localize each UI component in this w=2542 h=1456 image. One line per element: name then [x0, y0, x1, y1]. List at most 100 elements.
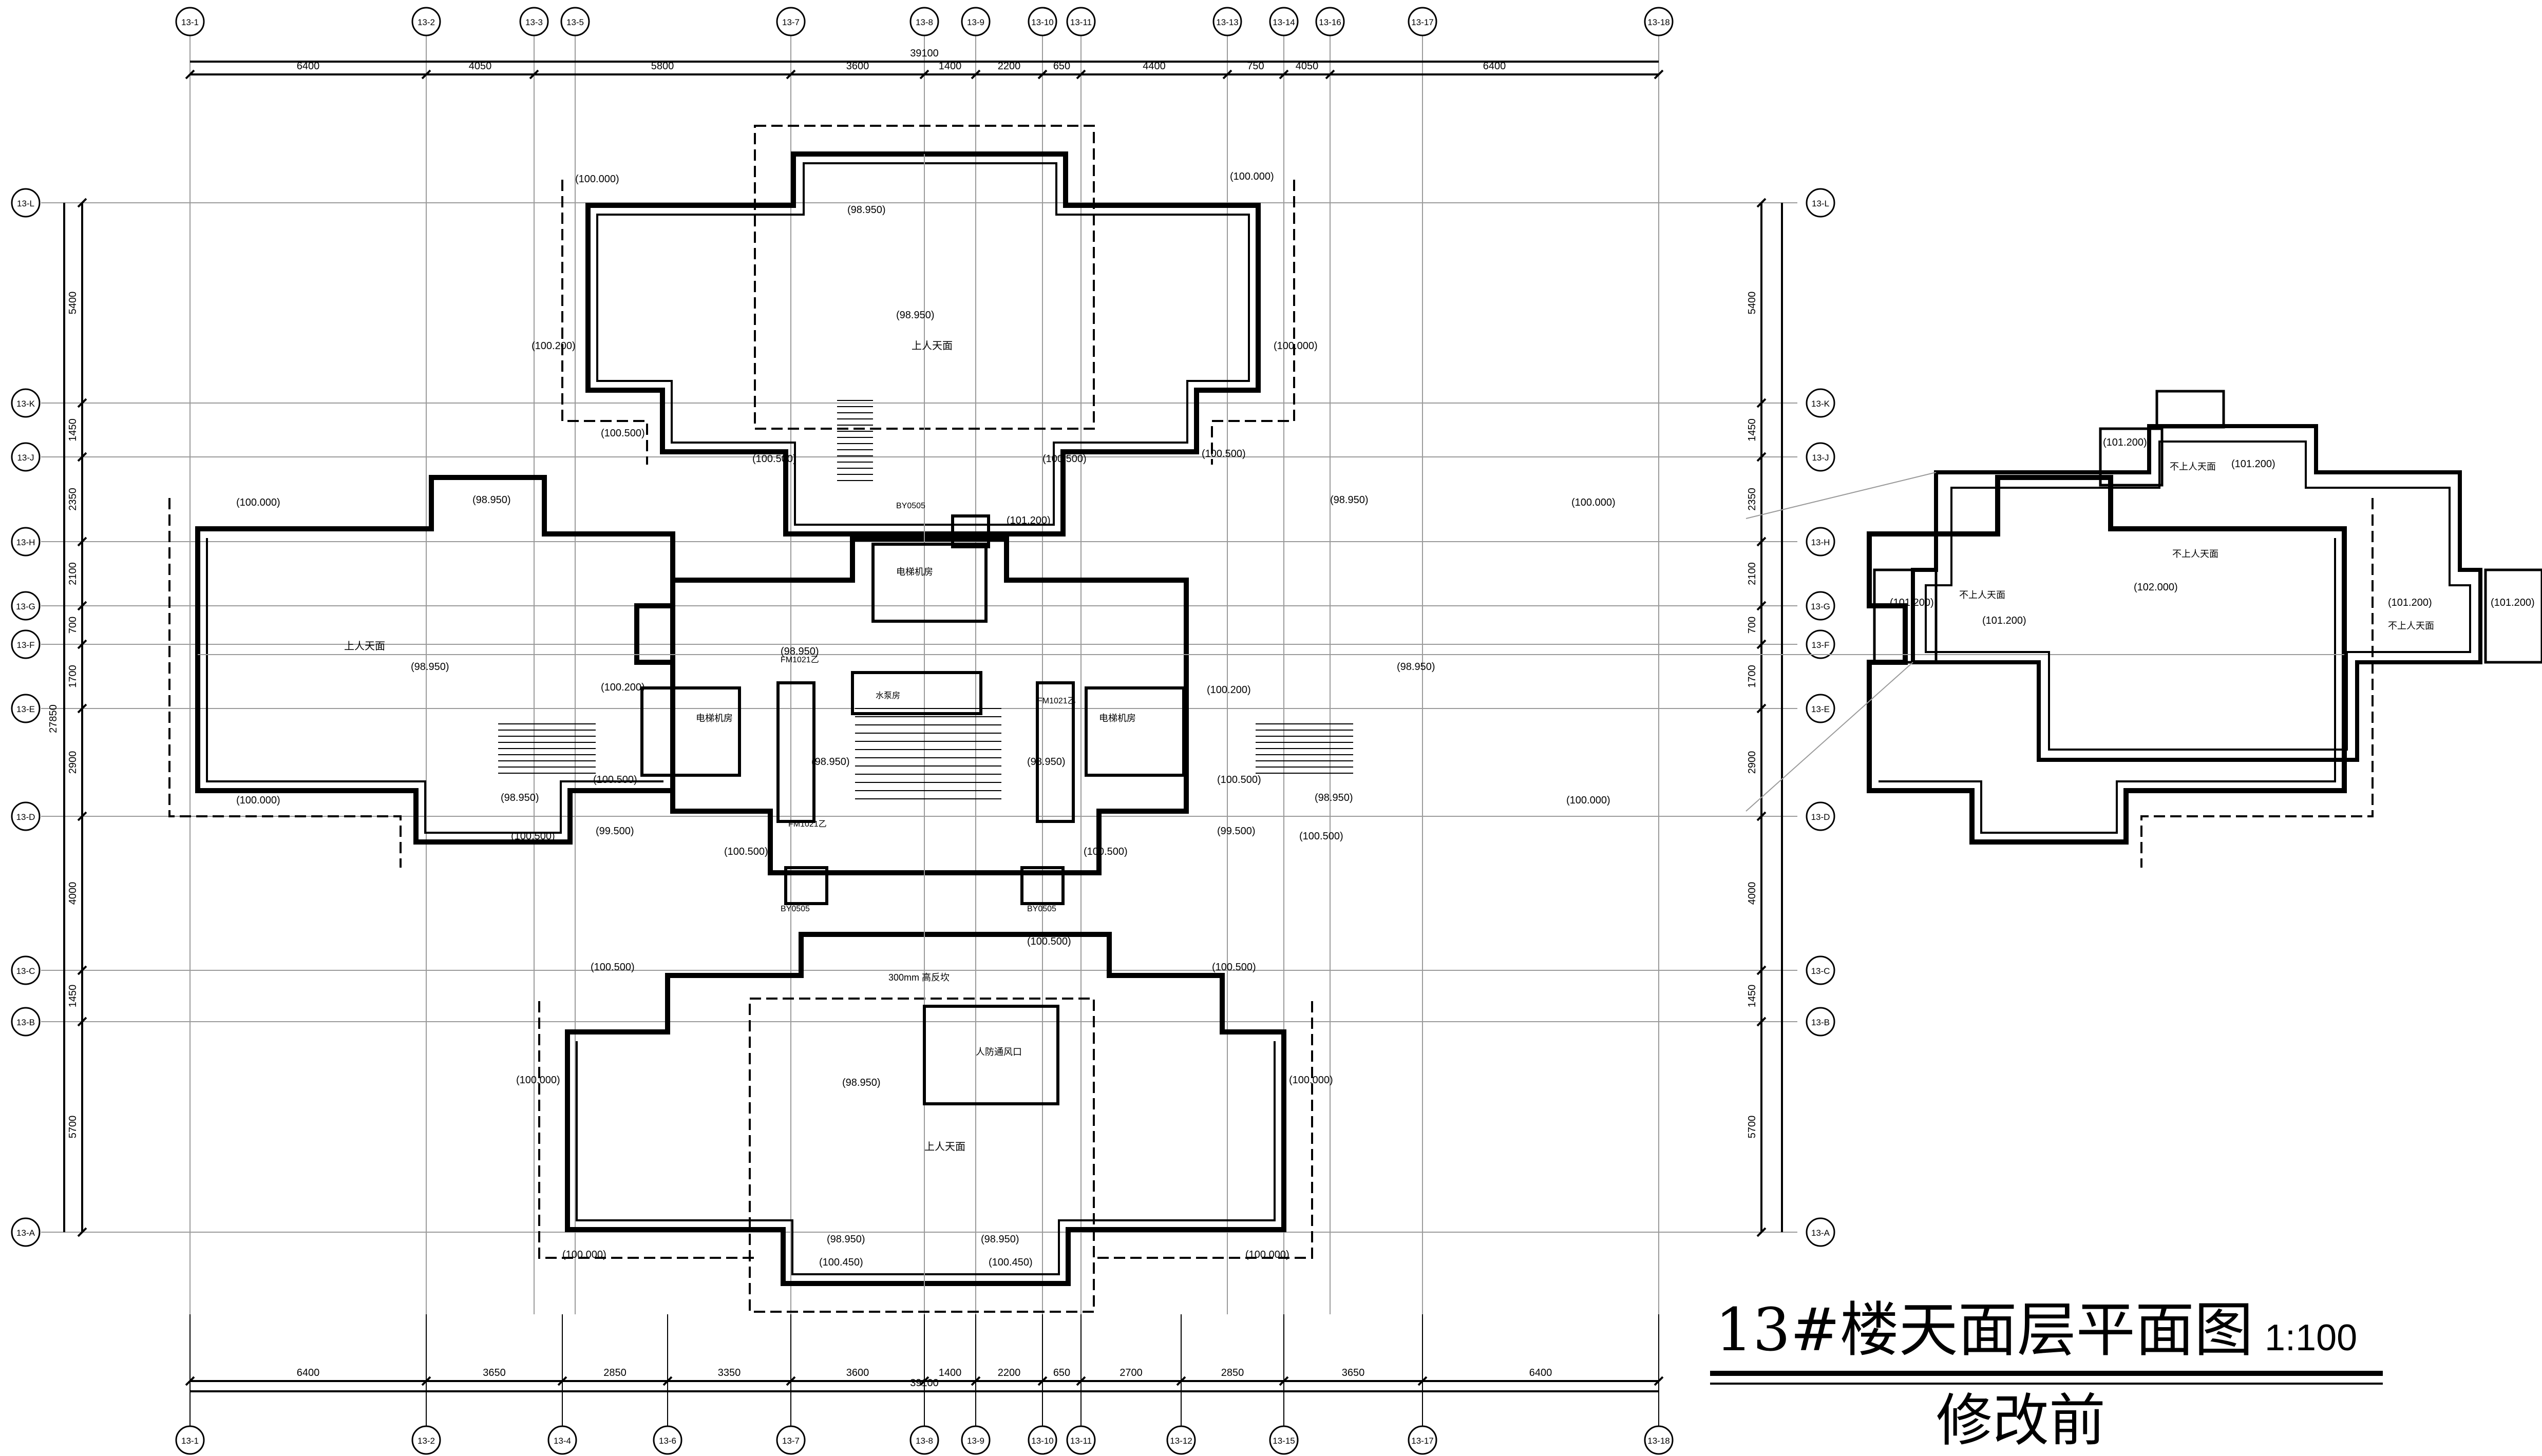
- dimension-label: 2200: [998, 61, 1021, 72]
- elev-inset-right-edge: (101.200): [2491, 597, 2535, 608]
- elev-east-bottom: (98.950): [1315, 792, 1353, 803]
- svg-text:13-H: 13-H: [1811, 538, 1830, 547]
- elev-s-stair3: (100.500): [1212, 962, 1256, 973]
- drawing-scale: 1:100: [2265, 1317, 2357, 1358]
- drawing-title-block: 13#楼天面层平面图 1:100 修改前: [1710, 1296, 2383, 1453]
- axis-bubble-left: 13-E: [11, 694, 41, 723]
- elev-inset-left: (101.200): [1982, 615, 2026, 626]
- inset-roof-plan: [1873, 390, 2542, 762]
- svg-text:13-14: 13-14: [1273, 17, 1295, 27]
- elev-inset-top-left: (101.200): [2103, 437, 2147, 448]
- svg-text:13-4: 13-4: [554, 1436, 571, 1446]
- dimension-label: 5700: [1747, 1116, 1758, 1139]
- dimension-label: 1450: [1747, 985, 1758, 1008]
- dimension-label: 4400: [1143, 61, 1166, 72]
- building-outline: [195, 151, 2347, 1286]
- axis-bubble-left: 13-F: [11, 629, 41, 659]
- axis-bubble-left: 13-H: [11, 527, 41, 557]
- elev-s-right: (100.000): [1289, 1075, 1333, 1086]
- parapet-lines: [206, 162, 2336, 1275]
- elev-s-left: (100.000): [516, 1075, 560, 1086]
- dimension-label: 2850: [603, 1367, 627, 1378]
- label-window-2: BY0505: [781, 905, 810, 913]
- axis-bubble-bottom: 13-6: [653, 1425, 682, 1455]
- svg-text:13-13: 13-13: [1216, 17, 1238, 27]
- elev-nw-corner: (100.000): [575, 174, 619, 185]
- axis-bubble-top: 13-9: [961, 7, 991, 36]
- label-lift-room-right: 电梯机房: [1099, 713, 1136, 723]
- elev-s-stair: (100.500): [591, 962, 635, 973]
- svg-text:13-G: 13-G: [16, 602, 35, 611]
- dimension-label: 650: [1053, 61, 1070, 72]
- svg-text:13-K: 13-K: [1811, 399, 1830, 409]
- axis-bubble-right: 13-B: [1806, 1007, 1835, 1037]
- label-south-roof: 上人天面: [924, 1141, 965, 1153]
- dimension-label: 3350: [718, 1367, 741, 1378]
- axis-bubble-bottom: 13-12: [1166, 1425, 1196, 1455]
- dimension-label: 5400: [67, 292, 79, 315]
- svg-text:13-16: 13-16: [1319, 17, 1341, 27]
- elev-s-br2: (100.450): [989, 1257, 1033, 1268]
- axis-bubble-top: 13-3: [519, 7, 549, 36]
- dimension-label: 6400: [1483, 61, 1506, 72]
- dimension-label: 6400: [297, 1367, 320, 1378]
- axis-bubble-top: 13-14: [1269, 7, 1299, 36]
- elev-east-small: (98.950): [1330, 494, 1369, 506]
- label-window-3: BY0505: [1027, 905, 1056, 913]
- axis-bubble-right: 13-C: [1806, 955, 1835, 985]
- elev-inset-centre: (102.000): [2134, 582, 2178, 593]
- axis-bubble-bottom: 13-2: [411, 1425, 441, 1455]
- svg-text:13-L: 13-L: [1812, 199, 1829, 208]
- inset-label-left: 不上人天面: [1959, 590, 2005, 600]
- dimension-label: 700: [1747, 617, 1758, 634]
- drawing-title: 13#楼天面层平面图: [1715, 1296, 2253, 1365]
- elevation-marks: (98.950) (98.950) (100.000) (100.000) (1…: [236, 171, 2535, 1268]
- axis-bubble-bottom: 13-9: [961, 1425, 991, 1455]
- inset-label-right: 不上人天面: [2388, 621, 2434, 631]
- axis-bubble-bottom: 13-18: [1644, 1425, 1674, 1455]
- inset-leader-lines: [1746, 472, 1937, 812]
- svg-text:13-12: 13-12: [1170, 1436, 1192, 1446]
- dimension-label: 650: [1053, 1367, 1070, 1378]
- elev-s-corner-r: (100.000): [1245, 1249, 1289, 1260]
- elev-s-bl: (98.950): [827, 1234, 865, 1245]
- axis-bubble-top: 13-16: [1315, 7, 1345, 36]
- elev-west-mid: (98.950): [411, 661, 449, 673]
- svg-text:13-L: 13-L: [17, 199, 34, 208]
- svg-text:13-5: 13-5: [566, 17, 584, 27]
- dimension-label: 2700: [1120, 1367, 1143, 1378]
- elev-n-stair2: (100.500): [752, 453, 796, 465]
- dimension-label: 2200: [998, 1367, 1021, 1378]
- inset-label-centre: 不上人天面: [2172, 549, 2218, 559]
- svg-text:13-18: 13-18: [1647, 17, 1670, 27]
- svg-text:13-9: 13-9: [967, 1436, 984, 1446]
- dimension-label: 3650: [483, 1367, 506, 1378]
- elev-west-bottom: (98.950): [501, 792, 539, 803]
- svg-text:13-7: 13-7: [782, 1436, 800, 1446]
- dimension-label: 1450: [67, 418, 79, 442]
- svg-text:13-6: 13-6: [659, 1436, 676, 1446]
- svg-text:13-K: 13-K: [16, 399, 35, 409]
- axis-bubble-bottom: 13-11: [1066, 1425, 1096, 1455]
- label-west-roof: 上人天面: [344, 640, 385, 652]
- dimension-label: 6400: [297, 61, 320, 72]
- svg-text:13-E: 13-E: [1811, 704, 1830, 714]
- elev-west-foot: (100.500): [511, 831, 555, 842]
- axis-bubble-right: 13-F: [1806, 629, 1835, 659]
- axis-bubble-top: 13-10: [1028, 7, 1057, 36]
- label-fm-door-left: FM1021乙: [781, 656, 819, 664]
- axis-bubble-top: 13-17: [1408, 7, 1437, 36]
- axis-bubble-top: 13-11: [1066, 7, 1096, 36]
- label-lift-room-left: 电梯机房: [696, 713, 733, 723]
- interior-partitions: [640, 514, 1185, 1105]
- dimension-label: 3600: [846, 1367, 869, 1378]
- svg-text:13-J: 13-J: [1812, 453, 1829, 463]
- axis-bubble-bottom: 13-4: [547, 1425, 577, 1455]
- dimension-label: 5400: [1747, 292, 1758, 315]
- svg-text:13-7: 13-7: [782, 17, 800, 27]
- dimension-label: 4050: [469, 61, 492, 72]
- elev-core-a: (98.950): [781, 646, 819, 657]
